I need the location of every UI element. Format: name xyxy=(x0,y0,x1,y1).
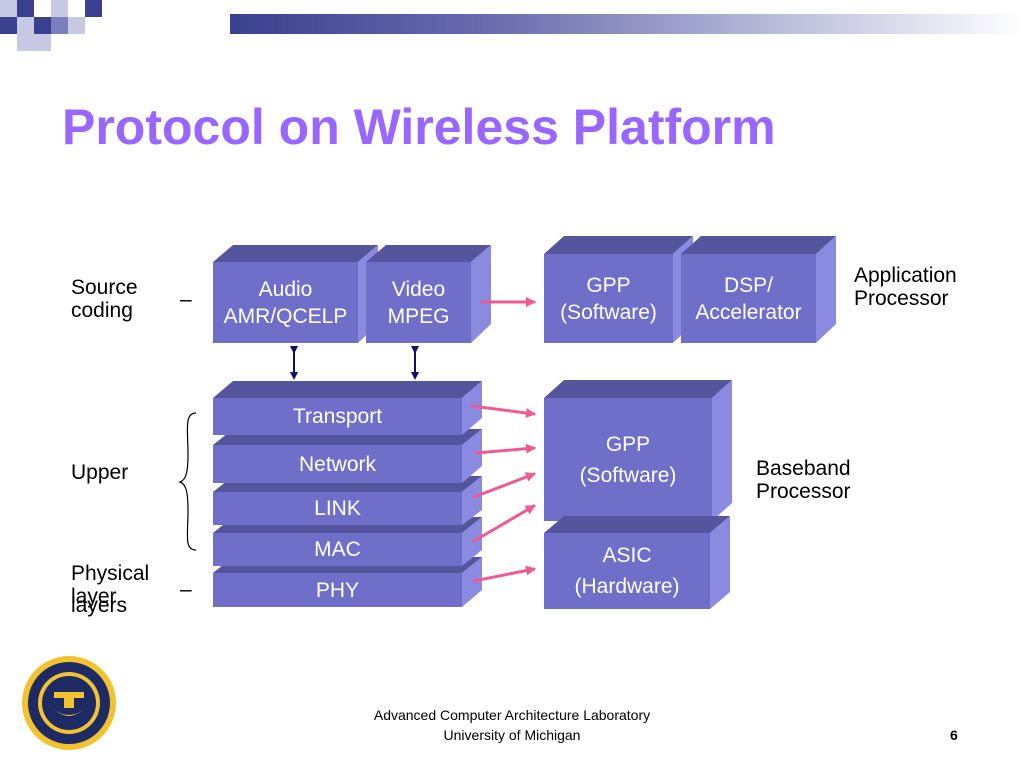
gpp-baseband-box xyxy=(544,380,732,521)
deco-square xyxy=(51,17,68,34)
physical-layers-label: Physical layer layers xyxy=(71,562,150,617)
footer-lab-name: Advanced Computer Architecture Laborator… xyxy=(373,707,651,723)
transport-layer-box xyxy=(213,381,482,435)
asic-hardware-box xyxy=(544,516,730,609)
asic-hardware-label: ASIC (Hardware) xyxy=(544,533,710,609)
dsp-label: DSP/ xyxy=(723,273,773,297)
deco-square xyxy=(34,34,51,51)
mac-to-gpp-arrow xyxy=(472,504,536,543)
audio-codec-label: Audio AMR/QCELP xyxy=(213,262,358,343)
gpp-application-label: GPP (Software) xyxy=(544,254,673,343)
deco-square xyxy=(17,0,34,17)
baseband-processor-label: Baseband Processor xyxy=(756,457,851,503)
phy-label: PHY xyxy=(213,573,462,607)
gpp-app-label: GPP xyxy=(586,273,631,297)
network-layer-box xyxy=(213,429,482,483)
network-to-gpp-arrow xyxy=(474,443,536,455)
baseband-line2: Processor xyxy=(756,480,851,503)
gpp-base-label: GPP xyxy=(605,432,651,456)
source-coding-line1: Source xyxy=(71,276,138,299)
dsp-sub: Accelerator xyxy=(695,300,802,324)
page-number: 6 xyxy=(950,727,958,743)
dsp-accelerator-box xyxy=(681,236,836,343)
transport-text: Transport xyxy=(292,405,383,428)
deco-square xyxy=(85,0,102,17)
app-proc-line2: Processor xyxy=(854,287,949,310)
physical-line2-group: layer layers xyxy=(71,585,149,617)
video-codec-box xyxy=(366,245,491,343)
gpp-baseband-label: GPP (Software) xyxy=(544,398,712,521)
gpp-base-sub: (Software) xyxy=(579,463,677,487)
header-gradient-bar xyxy=(230,14,1024,34)
network-label: Network xyxy=(213,445,462,483)
transport-label: Transport xyxy=(213,398,462,435)
video-codec-label: Video MPEG xyxy=(366,262,471,343)
deco-square xyxy=(17,17,34,34)
footer-university: University of Michigan xyxy=(443,727,581,743)
phy-text: PHY xyxy=(315,578,360,602)
source-coding-dash: – xyxy=(180,288,192,311)
physical-layer-dash: – xyxy=(180,578,192,601)
video-label: Video xyxy=(391,277,446,301)
university-seal-logo xyxy=(22,656,116,750)
deco-square xyxy=(34,17,51,34)
audio-codec-name: AMR/QCELP xyxy=(223,304,348,328)
app-proc-line1: Application xyxy=(854,264,957,287)
mac-text: MAC xyxy=(314,538,361,561)
transport-to-gpp-arrow xyxy=(470,404,536,418)
audio-label: Audio xyxy=(258,277,313,301)
physical-line1: Physical xyxy=(71,562,150,585)
physical-line2: layer xyxy=(71,585,117,608)
source-coding-line2: coding xyxy=(71,299,133,322)
page-title: Protocol on Wireless Platform xyxy=(62,99,776,155)
link-to-gpp-arrow xyxy=(472,472,536,499)
asic-label: ASIC xyxy=(602,544,652,567)
dsp-accelerator-label: DSP/ Accelerator xyxy=(681,254,816,343)
mac-label: MAC xyxy=(213,533,462,566)
deco-square xyxy=(17,34,34,51)
application-processor-label: Application Processor xyxy=(854,264,957,310)
network-text: Network xyxy=(298,452,377,476)
upper-layers-brace xyxy=(178,412,197,551)
asic-sub: (Hardware) xyxy=(574,575,680,598)
deco-square xyxy=(0,0,17,17)
deco-square xyxy=(0,17,17,34)
baseband-line1: Baseband xyxy=(756,457,851,480)
physical-line3: layers xyxy=(71,594,128,617)
link-label: LINK xyxy=(213,492,462,525)
source-coding-label: Source coding xyxy=(71,276,138,322)
video-codec-name: MPEG xyxy=(387,304,450,328)
gpp-app-sub: (Software) xyxy=(560,300,657,324)
phy-to-asic-arrow xyxy=(472,565,536,583)
upper-label: Upper xyxy=(71,461,129,484)
deco-square xyxy=(68,17,85,34)
deco-square xyxy=(51,0,68,17)
link-text: LINK xyxy=(314,497,361,520)
